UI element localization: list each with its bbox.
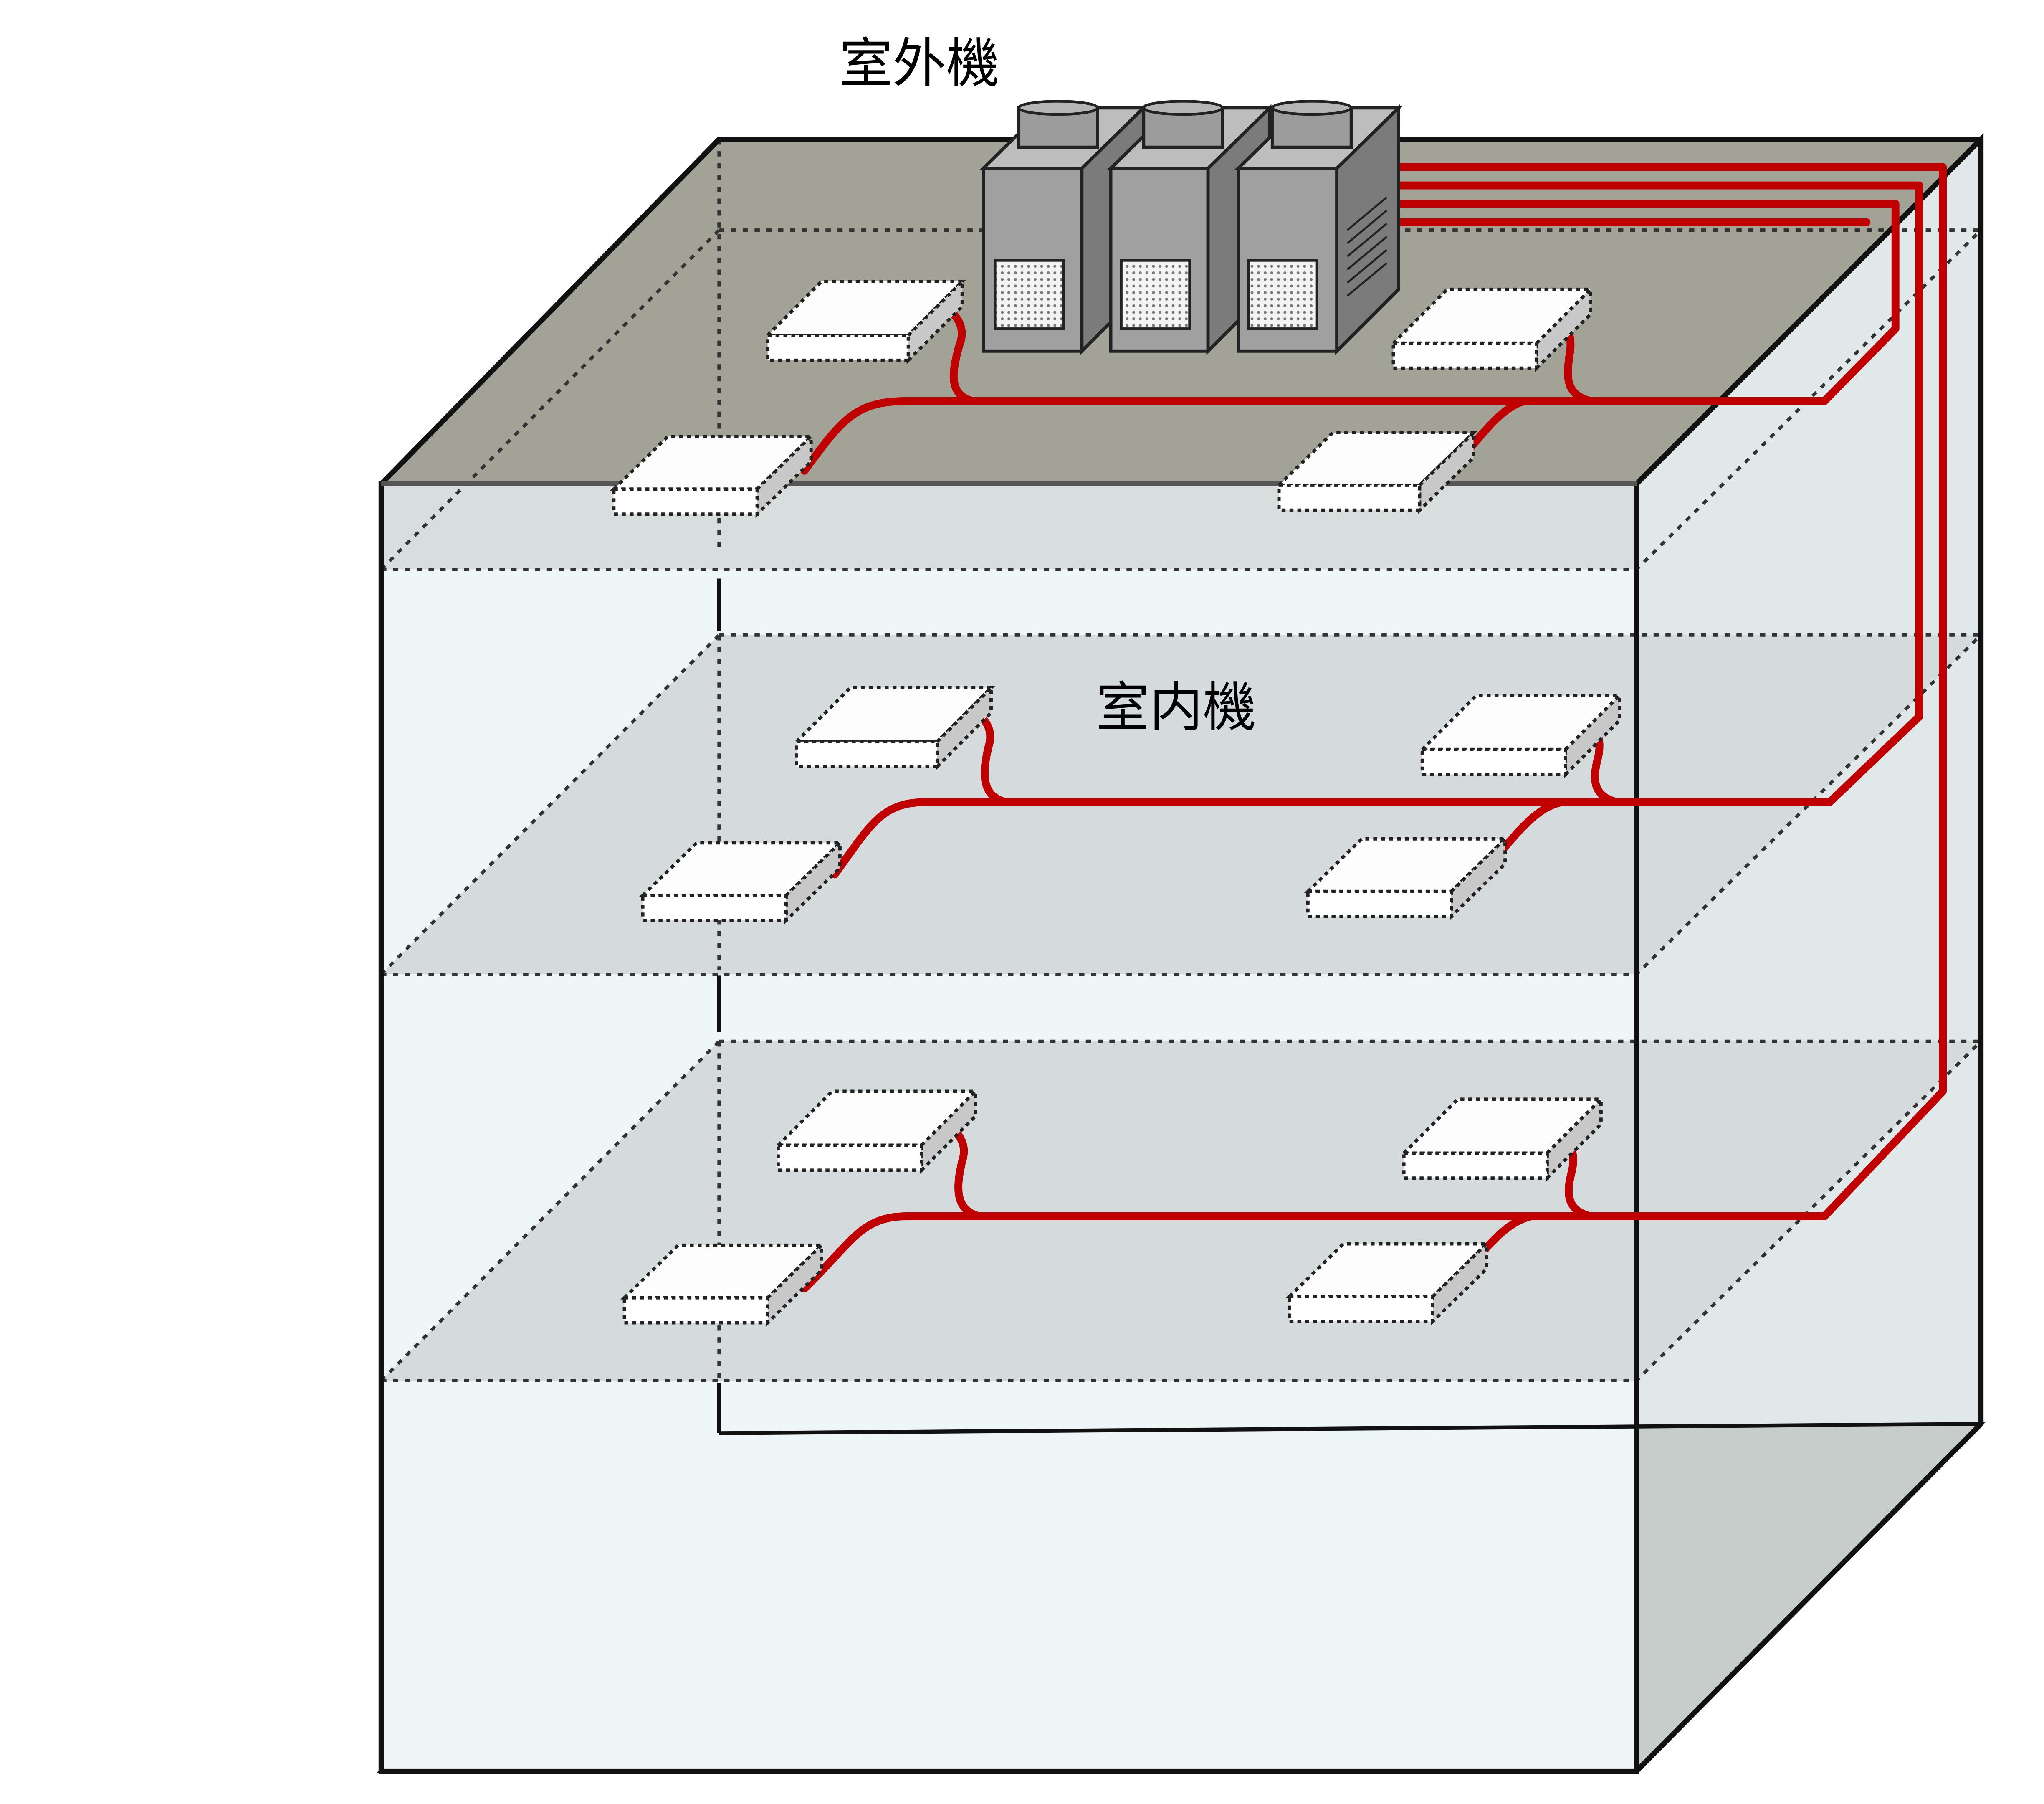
indoor-unit bbox=[1304, 835, 1509, 920]
indoor-unit bbox=[610, 433, 815, 518]
indoor-unit bbox=[1285, 1240, 1491, 1325]
indoor-unit bbox=[1275, 428, 1478, 514]
indoor-unit bbox=[792, 684, 995, 771]
refrigerant-pipes bbox=[800, 163, 1947, 1295]
outdoor-unit-3 bbox=[1234, 100, 1403, 355]
outdoor-unit-2 bbox=[1106, 100, 1274, 355]
indoor-unit bbox=[764, 277, 966, 365]
indoor-unit bbox=[638, 839, 844, 925]
indoor-unit bbox=[774, 1087, 979, 1174]
indoor-unit-label: 室内機 bbox=[1096, 676, 1257, 739]
building-right-wall bbox=[1636, 139, 1981, 1771]
indoor-units-floor-2 bbox=[638, 684, 1624, 925]
back-corner-edge bbox=[717, 578, 1981, 1435]
indoor-unit bbox=[1400, 1095, 1605, 1182]
outdoor-unit-label: 室外機 bbox=[839, 33, 1000, 95]
indoor-unit bbox=[1389, 285, 1595, 372]
indoor-unit bbox=[1418, 692, 1624, 779]
indoor-unit bbox=[620, 1241, 826, 1327]
indoor-units-floor-3 bbox=[610, 277, 1595, 518]
indoor-units-floor-1 bbox=[620, 1087, 1605, 1327]
roof-ceiling-band bbox=[381, 484, 1637, 570]
